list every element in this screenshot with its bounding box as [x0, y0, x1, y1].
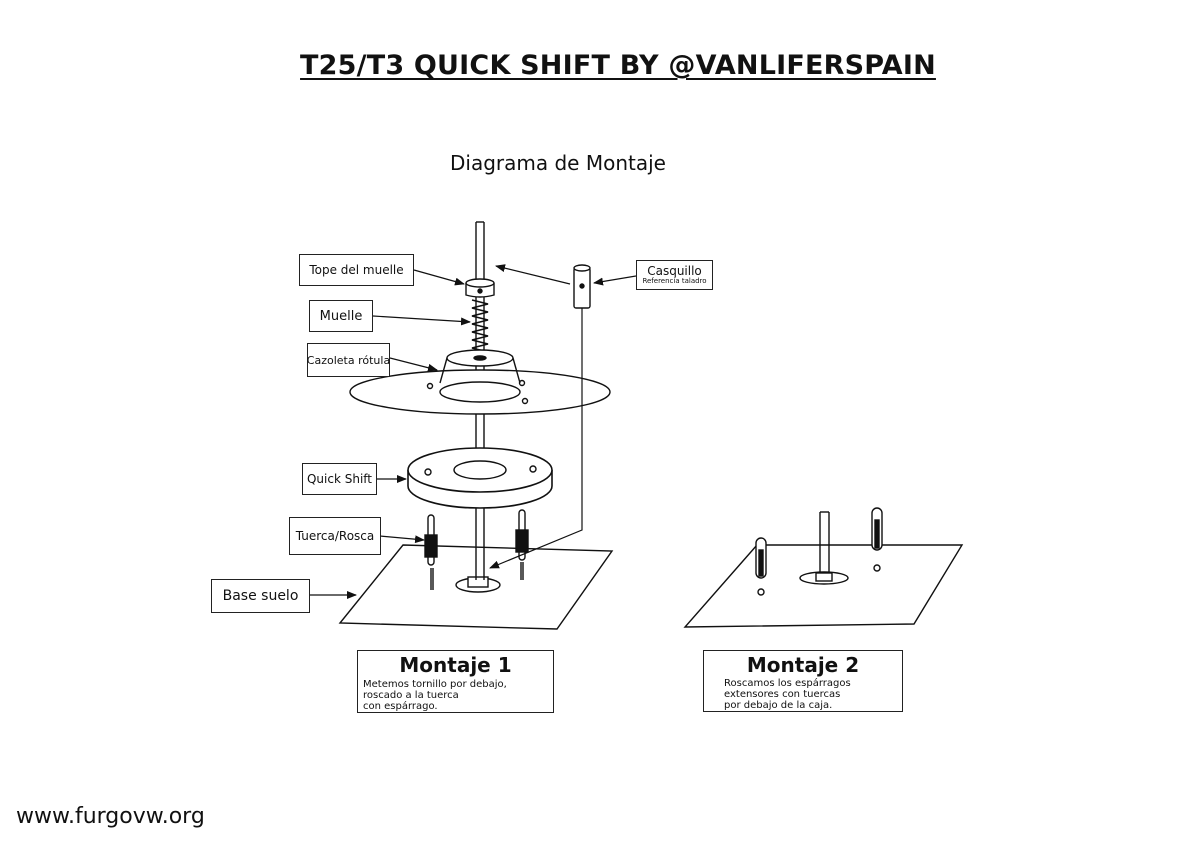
- leader-arrows: [310, 264, 637, 599]
- label-ball-cup-text: Cazoleta rótula: [306, 353, 391, 367]
- stud-nut-right-a: [755, 537, 767, 596]
- spring: [471, 299, 489, 353]
- label-floor-base: Base suelo: [211, 579, 310, 613]
- label-spring: Muelle: [309, 300, 373, 332]
- stud-nut-left-b: [515, 509, 529, 580]
- label-spring-text: Muelle: [319, 308, 363, 324]
- label-quick-shift-text: Quick Shift: [306, 472, 373, 486]
- label-spring-stopper-text: Tope del muelle: [309, 263, 404, 277]
- spring-stopper: [465, 278, 495, 298]
- assembly-1-box: Montaje 1 Metemos tornillo por debajo, r…: [357, 650, 554, 713]
- label-bushing-text: Casquillo: [647, 263, 702, 278]
- central-stud-right: [799, 511, 849, 585]
- assembly-2-heading: Montaje 2: [746, 653, 860, 677]
- assembly-1-description: Metemos tornillo por debajo, roscado a l…: [363, 679, 507, 712]
- label-ball-cup: Cazoleta rótula: [307, 343, 390, 377]
- bolt-head-left: [467, 576, 489, 588]
- page-title: T25/T3 QUICK SHIFT BY @VANLIFERSPAIN: [0, 50, 1200, 81]
- ball-cup: [349, 349, 611, 415]
- assembly-1-heading: Montaje 1: [399, 653, 512, 677]
- assembly-2-box: Montaje 2 Roscamos los espárragos extens…: [703, 650, 903, 712]
- label-spring-stopper: Tope del muelle: [299, 254, 414, 286]
- stud-nut-left-a: [424, 514, 438, 590]
- stud-nut-right-b: [871, 507, 883, 572]
- label-bushing-subtext: Referencia taladro: [642, 276, 707, 285]
- label-bushing: Casquillo Referencia taladro: [636, 260, 713, 290]
- label-quick-shift: Quick Shift: [302, 463, 377, 495]
- label-nut-thread: Tuerca/Rosca: [289, 517, 381, 555]
- page-title-text: T25/T3 QUICK SHIFT BY @VANLIFERSPAIN: [300, 50, 936, 81]
- watermark-url: www.furgovw.org: [16, 804, 205, 829]
- base-plate-right: [683, 544, 964, 628]
- bushing: [573, 264, 591, 309]
- label-floor-base-text: Base suelo: [222, 588, 299, 604]
- label-nut-thread-text: Tuerca/Rosca: [295, 529, 375, 543]
- quick-shift-plate: [407, 447, 553, 509]
- assembly-2-description: Roscamos los espárragos extensores con t…: [724, 678, 851, 711]
- diagram-subtitle: Diagrama de Montaje: [450, 151, 666, 175]
